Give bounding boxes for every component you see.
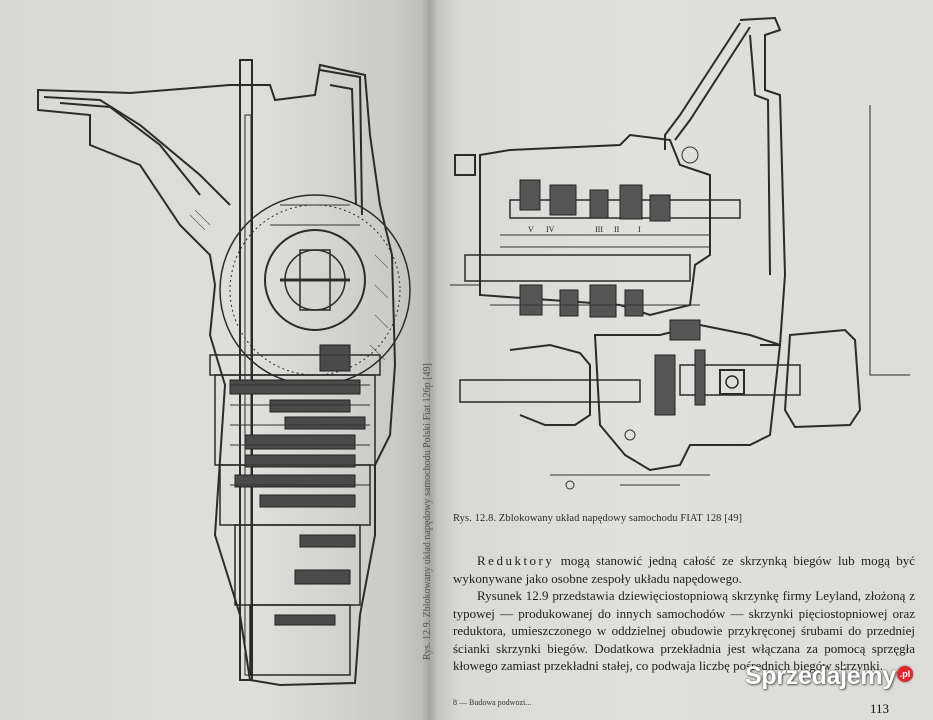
paragraph-text: mogą stanowić jedną całość ze skrzynką b… <box>453 553 915 586</box>
right-technical-drawing: V IV III II I <box>450 16 910 490</box>
body-text: Reduktory mogą stanowić jedną całość ze … <box>453 552 915 675</box>
gear-label-iii: III <box>595 225 603 234</box>
paragraph-rysunek: Rysunek 12.9 przedstawia dziewięciostopn… <box>453 587 915 675</box>
paragraph-text: Rysunek 12.9 przedstawia dziewięciostopn… <box>453 588 915 673</box>
paragraph-lead-term: Reduktory <box>477 553 555 568</box>
right-page <box>430 0 933 720</box>
left-technical-drawing <box>37 59 411 687</box>
left-page <box>0 0 430 720</box>
page-number: 113 <box>870 701 890 716</box>
book-gutter <box>422 0 438 720</box>
figure-caption: Rys. 12.8. Zblokowany układ napędowy sam… <box>453 513 743 524</box>
gear-label-ii: II <box>614 225 620 234</box>
watermark-badge: .pl <box>897 666 913 682</box>
paragraph-reduktory: Reduktory mogą stanowić jedną całość ze … <box>453 552 915 587</box>
gear-label-v: V <box>528 225 534 234</box>
chapter-footnote: 8 — Budowa podwozi... <box>453 698 532 707</box>
watermark-text: Sprzedajemy <box>745 662 896 690</box>
gear-label-iv: IV <box>546 225 555 234</box>
gear-label-i: I <box>638 225 641 234</box>
